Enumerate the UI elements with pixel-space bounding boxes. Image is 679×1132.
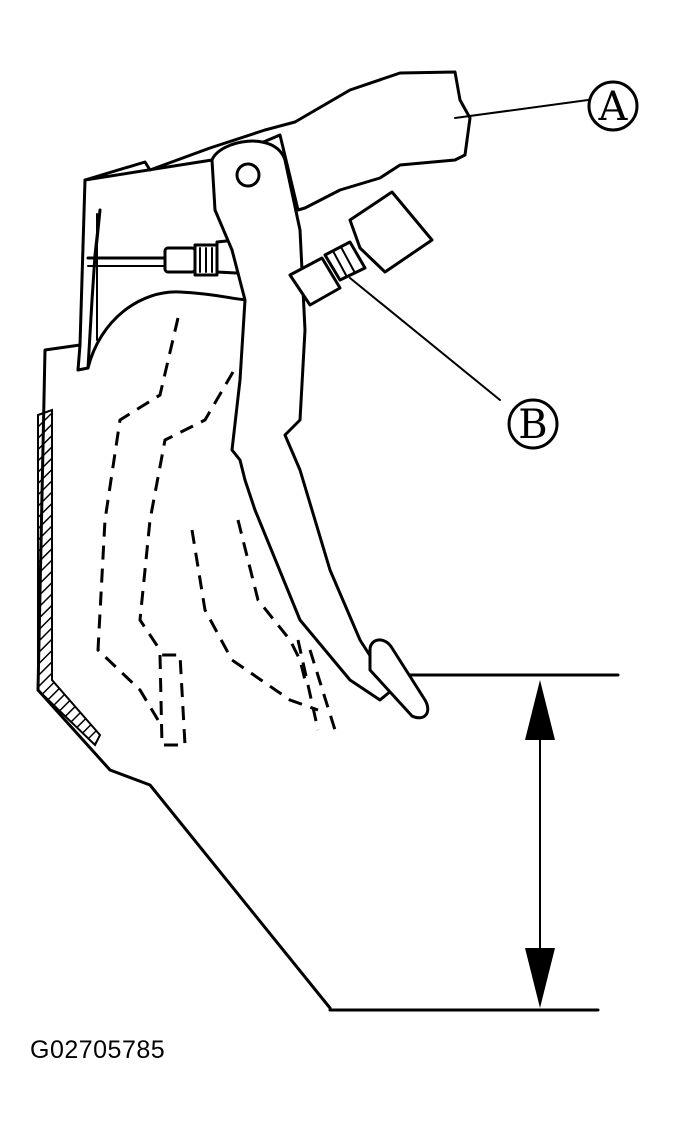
callout-b: B <box>507 398 559 450</box>
hidden-lines <box>96 317 337 747</box>
callout-a-label: A <box>598 84 629 130</box>
pedal-pad <box>368 638 430 720</box>
dash-panel-outline <box>36 343 332 1010</box>
pivot-hole <box>235 162 261 188</box>
leader-line-b <box>349 277 501 401</box>
stoplight-switch <box>288 190 434 307</box>
callout-b-label: B <box>518 402 547 448</box>
dimension-arrow-up <box>525 680 555 740</box>
callout-a: A <box>587 80 639 132</box>
bracket-left-arm <box>76 178 102 372</box>
leader-line-a <box>454 99 589 119</box>
bracket-lower-curve <box>86 290 252 370</box>
dimension-arrow-down <box>525 948 555 1008</box>
figure-id-label: G02705785 <box>30 1036 166 1064</box>
pedal-arm <box>210 139 394 702</box>
dash-panel-hatching <box>37 408 102 747</box>
